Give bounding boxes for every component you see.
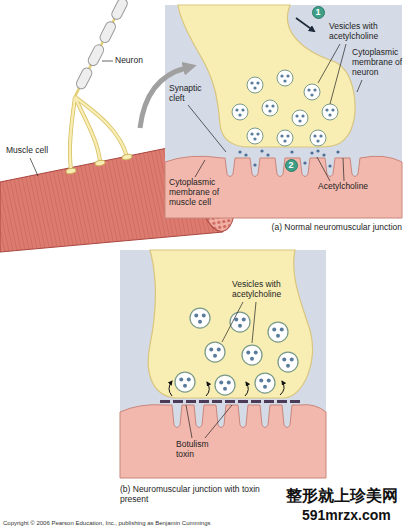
part-name: Synaptic cleft [169, 84, 209, 104]
acetylcholine-molecules [266, 153, 269, 156]
leader-line [222, 302, 243, 342]
vesicles [230, 312, 250, 332]
vesicles [255, 373, 275, 393]
callout-text: 1 [315, 7, 320, 17]
vesicles [175, 308, 298, 395]
neuron-axon [86, 43, 105, 67]
vesicles [247, 77, 263, 93]
leader-line [252, 302, 256, 343]
nerve-branches [122, 154, 133, 161]
leader-line [30, 158, 38, 176]
panel-ground [120, 250, 326, 478]
nerve-branches [66, 97, 133, 174]
part-name: Acetylcholine [318, 182, 368, 192]
part-name: Neuron [115, 56, 143, 66]
leader-line [30, 61, 113, 176]
nerve-branches [70, 97, 75, 170]
leader-line [102, 61, 113, 62]
muscle-membrane [120, 405, 326, 478]
neuron-axon [110, 0, 129, 21]
part-name: Vesicles with acetylcholine [329, 22, 391, 42]
muscle-membrane [165, 156, 402, 218]
nerve-branches [95, 160, 106, 167]
acetylcholine-molecules [253, 163, 256, 166]
vesicles [262, 100, 278, 116]
part-name: Vesicles with acetylcholine [232, 280, 294, 300]
neuron-terminal [148, 250, 312, 398]
blocked-arrows [245, 382, 248, 396]
callout-number: 1 [312, 6, 325, 19]
leader-line [343, 158, 344, 181]
acetylcholine-molecules [244, 153, 247, 156]
callout-number: 2 [285, 159, 298, 172]
flow-arrow [296, 18, 314, 31]
part-name: Botulism toxin [176, 440, 218, 460]
vesicles [215, 375, 235, 395]
vesicles [278, 352, 298, 372]
acetylcholine-molecules [336, 150, 339, 153]
nerve-branches [66, 168, 77, 175]
watermark: 整形就上珍美网 [286, 486, 398, 505]
acetylcholine-molecules [303, 161, 306, 164]
nerve-branches [75, 97, 127, 157]
toxin-layer [160, 400, 302, 403]
blocked-arrows [169, 381, 172, 396]
acetylcholine-molecules [322, 153, 325, 156]
vesicles [277, 70, 293, 86]
leader-line [205, 405, 232, 438]
acetylcholine-molecules [238, 150, 241, 153]
vesicles [322, 104, 338, 120]
part-name: Muscle cell [6, 146, 48, 156]
vesicles [277, 130, 293, 146]
panel-ground [165, 5, 402, 218]
acetylcholine-molecules [260, 149, 263, 152]
acetylcholine-molecules [316, 149, 319, 152]
vesicles [247, 128, 263, 144]
leader-line [318, 44, 340, 83]
watermark: 591mrzx.com [300, 507, 393, 524]
leader-line [186, 405, 192, 438]
copyright-note: Copyright © 2006 Pearson Education, Inc.… [3, 520, 211, 527]
acetylcholine-molecules [328, 164, 331, 167]
acetylcholine-molecules [290, 150, 293, 153]
leader-line [317, 157, 330, 181]
leader-line [188, 105, 226, 152]
vesicles [205, 342, 225, 362]
leader-line [195, 160, 205, 177]
vesicles [310, 130, 326, 146]
vesicles [304, 84, 320, 100]
vesicles [232, 104, 248, 120]
vesicles [190, 308, 210, 328]
figure-panel: (b) Neuromuscular junction with toxin pr… [120, 250, 326, 478]
vesicles [242, 345, 262, 365]
nerve-branches [75, 97, 127, 157]
acetylcholine-molecules [310, 151, 313, 154]
nerve-branches [70, 97, 75, 170]
neuron-axon [70, 0, 129, 99]
panel-caption: (a) Normal neuromuscular junction [252, 222, 402, 232]
vesicles [232, 70, 338, 146]
panel-caption: (b) Neuromuscular junction with toxin pr… [120, 484, 265, 504]
vesicles [292, 110, 308, 126]
leader-line [357, 80, 362, 92]
blocked-arrows [169, 381, 284, 396]
vesicles [268, 322, 288, 342]
part-name: Cytoplasmic membrane of muscle cell [169, 178, 223, 207]
leader-line [188, 44, 362, 181]
blocked-arrows [206, 382, 209, 396]
callout-text: 2 [288, 160, 293, 170]
part-name: Cytoplasmic membrane of neuron [352, 48, 404, 77]
leader-line [330, 44, 346, 104]
leader-line [186, 302, 256, 438]
vesicles [175, 372, 195, 392]
blocked-arrows [280, 381, 284, 395]
neuron-axon [98, 20, 117, 44]
neuron-axon [75, 66, 94, 90]
